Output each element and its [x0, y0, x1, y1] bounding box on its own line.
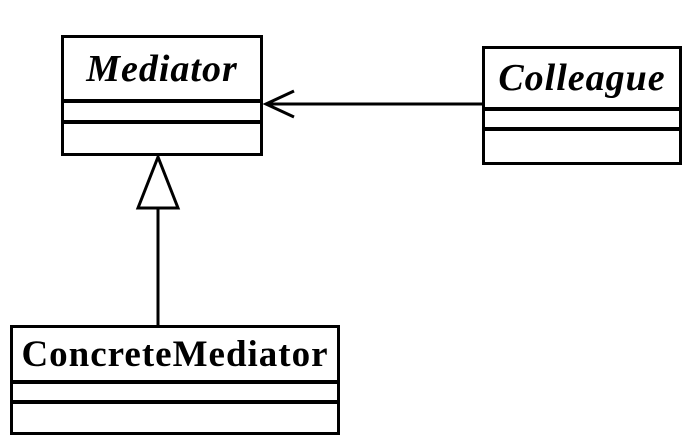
attributes-compartment-mediator [64, 103, 260, 124]
hollow-triangle-arrowhead-icon [135, 152, 181, 210]
class-box-mediator: Mediator [61, 35, 263, 156]
attributes-compartment-colleague [485, 111, 679, 131]
class-name-mediator: Mediator [64, 38, 260, 103]
generalization-concrete-mediator-to-mediator [135, 152, 181, 325]
operations-compartment-concrete-mediator [13, 404, 337, 432]
open-arrowhead-icon [262, 89, 295, 119]
class-box-concrete-mediator: ConcreteMediator [10, 325, 340, 435]
class-box-colleague: Colleague [482, 46, 682, 165]
class-name-colleague: Colleague [485, 49, 679, 111]
attributes-compartment-concrete-mediator [13, 384, 337, 404]
operations-compartment-mediator [64, 124, 260, 153]
operations-compartment-colleague [485, 131, 679, 162]
association-colleague-to-mediator [262, 89, 482, 119]
class-name-concrete-mediator: ConcreteMediator [13, 328, 337, 384]
